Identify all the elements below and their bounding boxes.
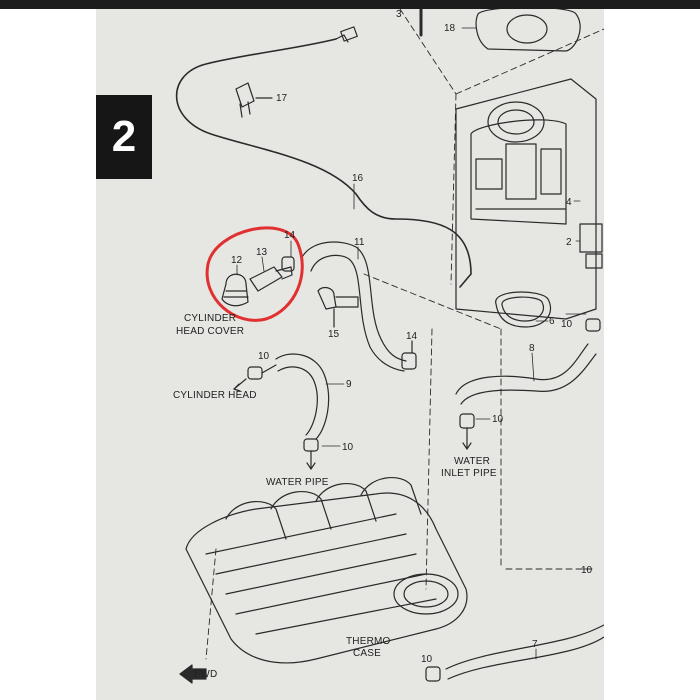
clamp-14b xyxy=(401,352,417,370)
callout-4: 4 xyxy=(566,197,572,208)
hose-connector xyxy=(340,26,358,42)
callout-13: 13 xyxy=(256,247,268,258)
clamp-10b xyxy=(303,438,319,452)
callout-9: 9 xyxy=(346,379,352,390)
callout-10-e: 10 xyxy=(581,565,593,576)
callout-6: 6 xyxy=(549,316,555,327)
grommet-12 xyxy=(221,273,249,307)
callout-10-b: 10 xyxy=(342,442,354,453)
parts-diagram: 18 17 16 14 13 12 11 15 14 10 9 10 10 8 … xyxy=(173,9,604,684)
label-cylinder-head-cover-line1: CYLINDER xyxy=(184,313,236,324)
highlight-circle xyxy=(205,226,304,322)
callout-10-a: 10 xyxy=(258,351,270,362)
section-tab: 2 xyxy=(96,95,152,179)
callout-17: 17 xyxy=(276,93,288,104)
label-fwd: FWD xyxy=(194,669,217,680)
clamp-10c xyxy=(459,413,475,429)
clamp-14a xyxy=(281,256,295,272)
hose-8 xyxy=(455,343,589,395)
clip-17 xyxy=(235,82,255,118)
clamp-10a xyxy=(247,366,263,380)
callout-18: 18 xyxy=(444,23,456,34)
callout-14-mid: 14 xyxy=(406,331,418,342)
callout-7: 7 xyxy=(532,639,538,650)
gasket-18 xyxy=(475,9,581,52)
clamp-10d xyxy=(585,318,601,332)
bracket-15 xyxy=(317,286,359,310)
diagram-page: 2 xyxy=(96,9,604,700)
callout-10-c: 10 xyxy=(492,414,504,425)
top-bar xyxy=(0,0,700,9)
throttle-body xyxy=(455,78,603,320)
label-water-pipe: WATER PIPE xyxy=(266,477,329,488)
dashed-guides xyxy=(205,9,604,660)
callout-10-d: 10 xyxy=(561,319,573,330)
callout-8: 8 xyxy=(529,343,535,354)
callout-15: 15 xyxy=(328,329,340,340)
hose-9 xyxy=(275,353,330,440)
intake-manifold xyxy=(185,477,468,664)
label-water-inlet-line2: INLET PIPE xyxy=(441,468,497,479)
clamp-10e xyxy=(425,666,441,682)
vacuum-hose-16 xyxy=(175,38,472,288)
gasket-6 xyxy=(495,291,552,328)
section-number: 2 xyxy=(111,112,137,161)
label-thermo-case-line2: CASE xyxy=(353,648,381,659)
callout-14-top: 14 xyxy=(284,230,296,241)
callout-11: 11 xyxy=(354,237,365,248)
callout-2: 2 xyxy=(566,237,572,248)
label-thermo-case-line1: THERMO xyxy=(346,636,391,647)
callout-16: 16 xyxy=(352,173,364,184)
label-water-inlet-line1: WATER xyxy=(454,456,490,467)
callout-10-f: 10 xyxy=(421,654,433,665)
hose-11 xyxy=(300,241,407,362)
callout-12: 12 xyxy=(231,255,243,266)
label-cylinder-head: CYLINDER HEAD xyxy=(173,390,257,401)
hose-7 xyxy=(445,624,604,670)
leader-lines xyxy=(236,27,589,660)
callout-3: 3 xyxy=(396,9,402,20)
fwd-arrow xyxy=(179,664,207,684)
label-cylinder-head-cover-line2: HEAD COVER xyxy=(176,326,244,337)
